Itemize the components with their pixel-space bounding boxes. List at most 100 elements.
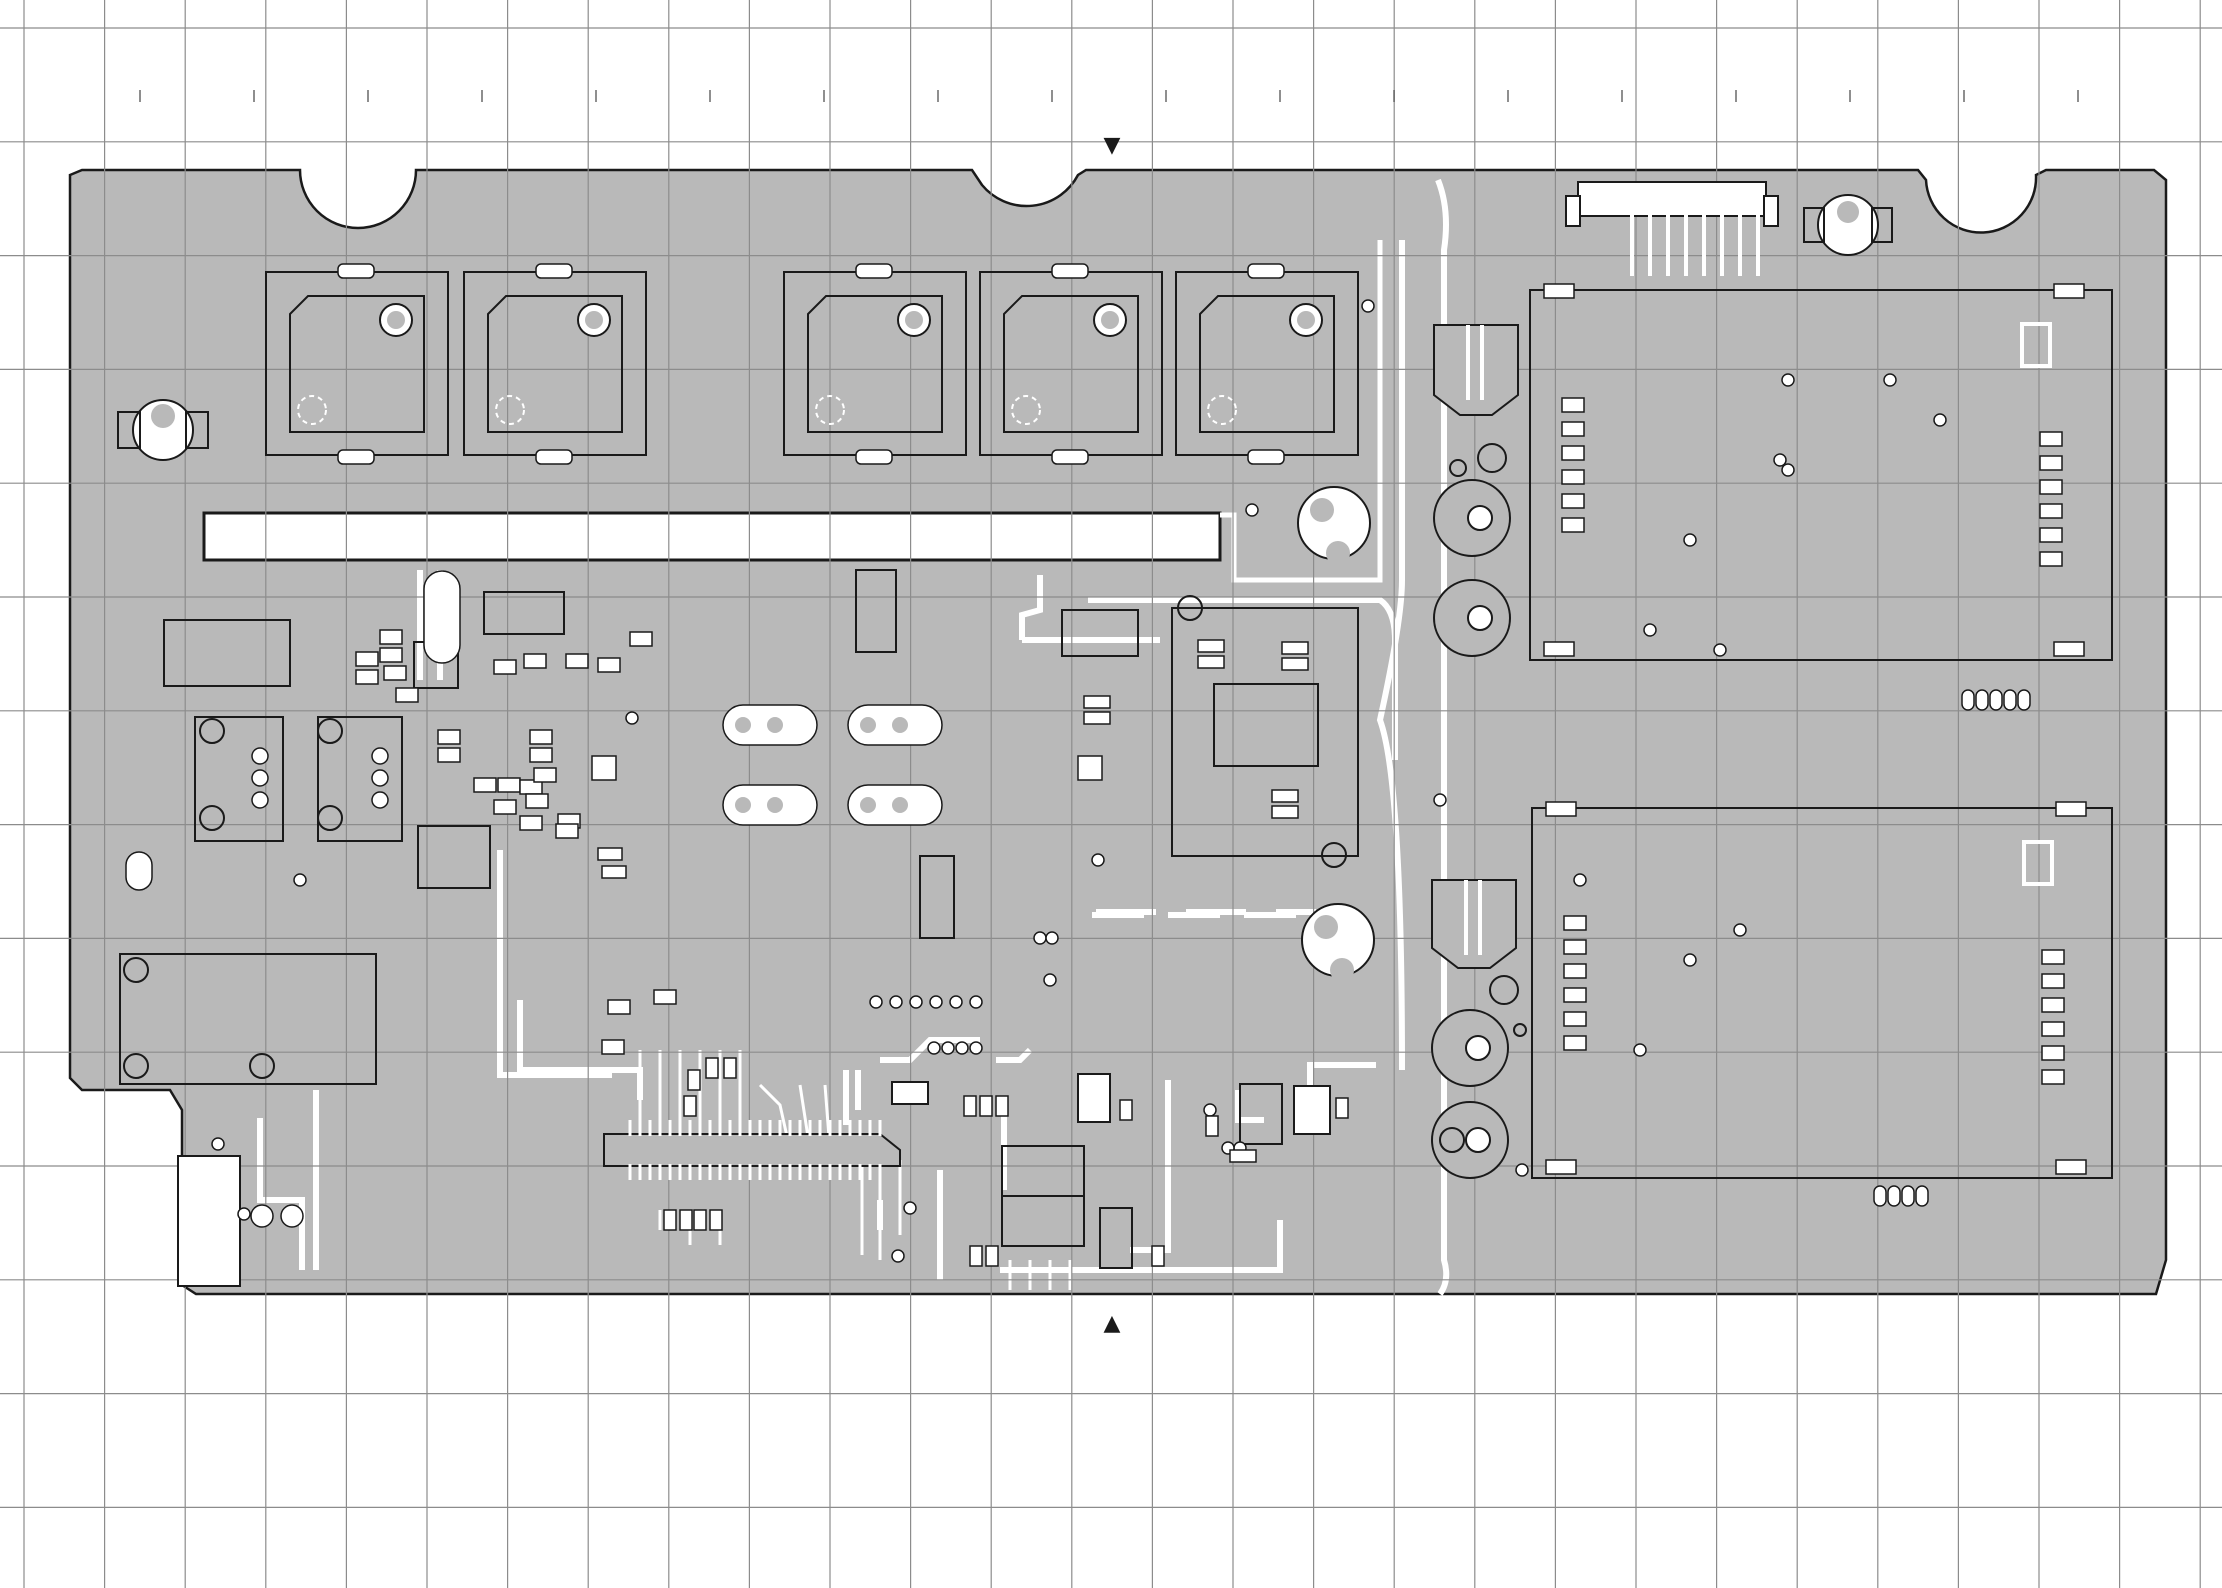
smd-part <box>1152 1246 1164 1266</box>
module-corner-pad <box>2056 1160 2086 1174</box>
smd-part <box>602 866 626 878</box>
smd-part <box>1282 642 1308 654</box>
module-strip-pad <box>1990 690 2002 710</box>
keypad-hole-inner <box>585 311 603 329</box>
module-pin-right <box>2042 950 2064 964</box>
via-pad <box>1574 874 1586 886</box>
display-window <box>204 513 1220 560</box>
module-pin-right <box>2042 1046 2064 1060</box>
via-pad <box>1092 854 1104 866</box>
via-pad <box>212 1138 224 1150</box>
module-corner-pad <box>2054 642 2084 656</box>
module-pin-left <box>1564 988 1586 1002</box>
module-corner-pad <box>1544 284 1574 298</box>
terminal-hole <box>251 1205 273 1227</box>
keypad-pad-bottom <box>338 450 374 464</box>
via-pad <box>294 874 306 886</box>
smd-part <box>1282 658 1308 670</box>
module-corner-pad <box>1546 1160 1576 1174</box>
smd-part <box>556 824 578 838</box>
via-pad <box>1774 454 1786 466</box>
smd-part <box>598 658 620 672</box>
module-pin-right <box>2042 998 2064 1012</box>
smd-part <box>524 654 546 668</box>
via-pad <box>1044 974 1056 986</box>
smd-part <box>986 1246 998 1266</box>
keypad-pad-bottom <box>856 450 892 464</box>
via-pad <box>1884 374 1896 386</box>
module-pin-right <box>2040 504 2062 518</box>
module-pin-right <box>2042 1022 2064 1036</box>
keypad-hole-inner <box>1101 311 1119 329</box>
smd-part <box>1084 712 1110 724</box>
module-pin-left <box>1562 518 1584 532</box>
smd-part <box>356 652 378 666</box>
smd-part <box>438 748 460 762</box>
via-pad <box>870 996 882 1008</box>
keypad-pad-bottom <box>1248 450 1284 464</box>
pcb-board-outline <box>70 170 2166 1294</box>
via-pad <box>910 996 922 1008</box>
module-pin-right <box>2042 1070 2064 1084</box>
via-pad <box>1734 924 1746 936</box>
connector-top <box>1578 182 1766 216</box>
via-pad <box>1046 932 1058 944</box>
module-pin-left <box>1562 494 1584 508</box>
via-pad <box>1782 374 1794 386</box>
smd-part <box>664 1210 676 1230</box>
smd-part <box>602 1040 624 1054</box>
terminal-hole <box>281 1205 303 1227</box>
diode-part <box>592 756 616 780</box>
via-pad <box>890 996 902 1008</box>
terminal-block <box>178 1156 240 1286</box>
smd-part <box>1272 806 1298 818</box>
smd-part <box>356 670 378 684</box>
smd-part <box>598 848 622 860</box>
module-strip-pad <box>1874 1186 1886 1206</box>
smd-part <box>608 1000 630 1014</box>
via-pad <box>1934 414 1946 426</box>
smd-part <box>680 1210 692 1230</box>
regulator-lower <box>1432 880 1516 968</box>
keypad-pad-bottom <box>1052 450 1088 464</box>
module-pin-right <box>2040 552 2062 566</box>
module-strip-pad <box>1962 690 1974 710</box>
module-strip-pad <box>1902 1186 1914 1206</box>
via-pad <box>1782 464 1794 476</box>
smd-part <box>996 1096 1008 1116</box>
via-pad <box>928 1042 940 1054</box>
via-pad <box>1034 932 1046 944</box>
via-pad <box>626 712 638 724</box>
smd-part <box>654 990 676 1004</box>
via-pad <box>1362 300 1374 312</box>
keypad-pad-top <box>536 264 572 278</box>
smd-part <box>630 632 652 646</box>
module-pin-left <box>1564 940 1586 954</box>
via-pad <box>238 1208 250 1220</box>
module-pin-right <box>2042 974 2064 988</box>
smd-part <box>694 1210 706 1230</box>
via-pad <box>1634 1044 1646 1056</box>
module-pin-left <box>1564 1036 1586 1050</box>
smd-part <box>438 730 460 744</box>
smd-part <box>380 648 402 662</box>
smd-part <box>1198 656 1224 668</box>
top-arrow-marker: ▼ <box>1104 133 1121 158</box>
smd-part <box>494 800 516 814</box>
via-pad <box>970 1042 982 1054</box>
smd-part <box>964 1096 976 1116</box>
module-corner-pad <box>1544 642 1574 656</box>
smd-part <box>526 794 548 808</box>
via-pad <box>1714 644 1726 656</box>
module-strip-pad <box>1976 690 1988 710</box>
via-pad <box>904 1202 916 1214</box>
bottom-arrow-marker: ▲ <box>1104 1311 1121 1336</box>
via-pad <box>1684 954 1696 966</box>
module-pin-left <box>1562 422 1584 436</box>
module-strip-pad <box>1916 1186 1928 1206</box>
smd-part <box>520 816 542 830</box>
via-pad <box>956 1042 968 1054</box>
keypad-hole-inner <box>387 311 405 329</box>
